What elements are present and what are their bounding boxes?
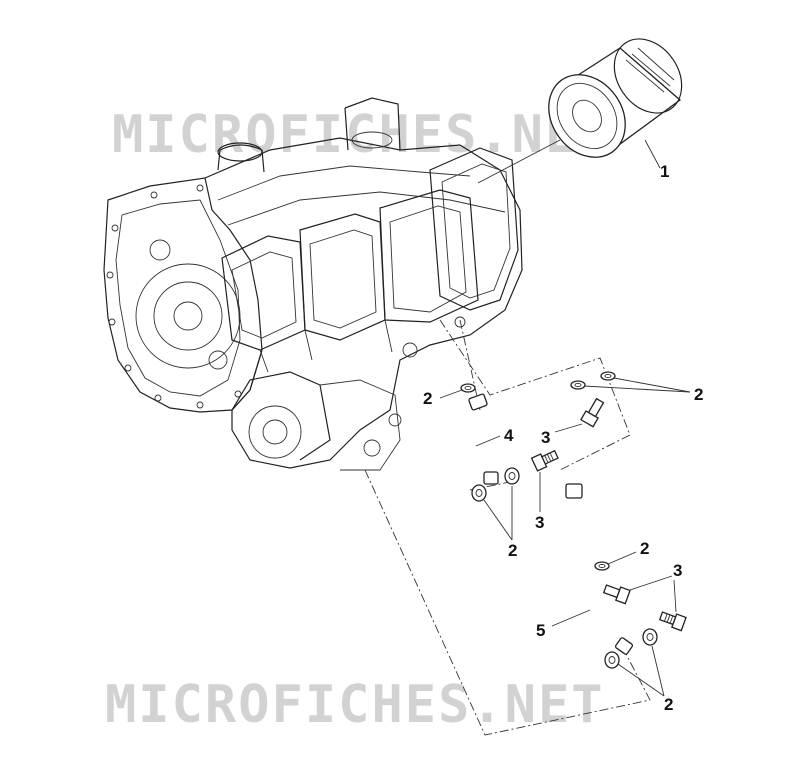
- callout-oil-line-upper: 4: [504, 426, 514, 445]
- assembly-dashed-lines: [364, 319, 651, 736]
- engine-block: [103, 97, 523, 471]
- oil-line-lower[interactable]: [565, 483, 634, 655]
- watermark-bottom: MICROFICHES.NET: [105, 675, 605, 735]
- callout-washer-pair-bottom: 2: [664, 695, 673, 714]
- callout-bolt-upper: 3: [541, 428, 550, 447]
- callout-washer-right: 2: [694, 385, 703, 404]
- callout-washer-lower: 2: [640, 539, 649, 558]
- callout-labels: 1 2 2 4 3 3 2 2 3 5 2: [423, 162, 703, 714]
- callout-washer-left: 2: [423, 389, 432, 408]
- banjo-bolts[interactable]: [530, 397, 687, 632]
- callout-bolt-lower: 3: [673, 561, 682, 580]
- oil-line-upper[interactable]: [465, 393, 499, 485]
- leader-lines: [439, 139, 691, 697]
- callout-bolt-middle: 3: [535, 513, 544, 532]
- watermark-top: MICROFICHES.NET: [112, 105, 612, 165]
- callout-oil-line-lower: 5: [536, 621, 545, 640]
- washers[interactable]: [460, 371, 658, 669]
- callout-filter: 1: [660, 162, 669, 181]
- oil-filter[interactable]: [533, 26, 695, 172]
- filter-mount-leader: [477, 139, 561, 184]
- callout-washer-pair-mid: 2: [508, 541, 517, 560]
